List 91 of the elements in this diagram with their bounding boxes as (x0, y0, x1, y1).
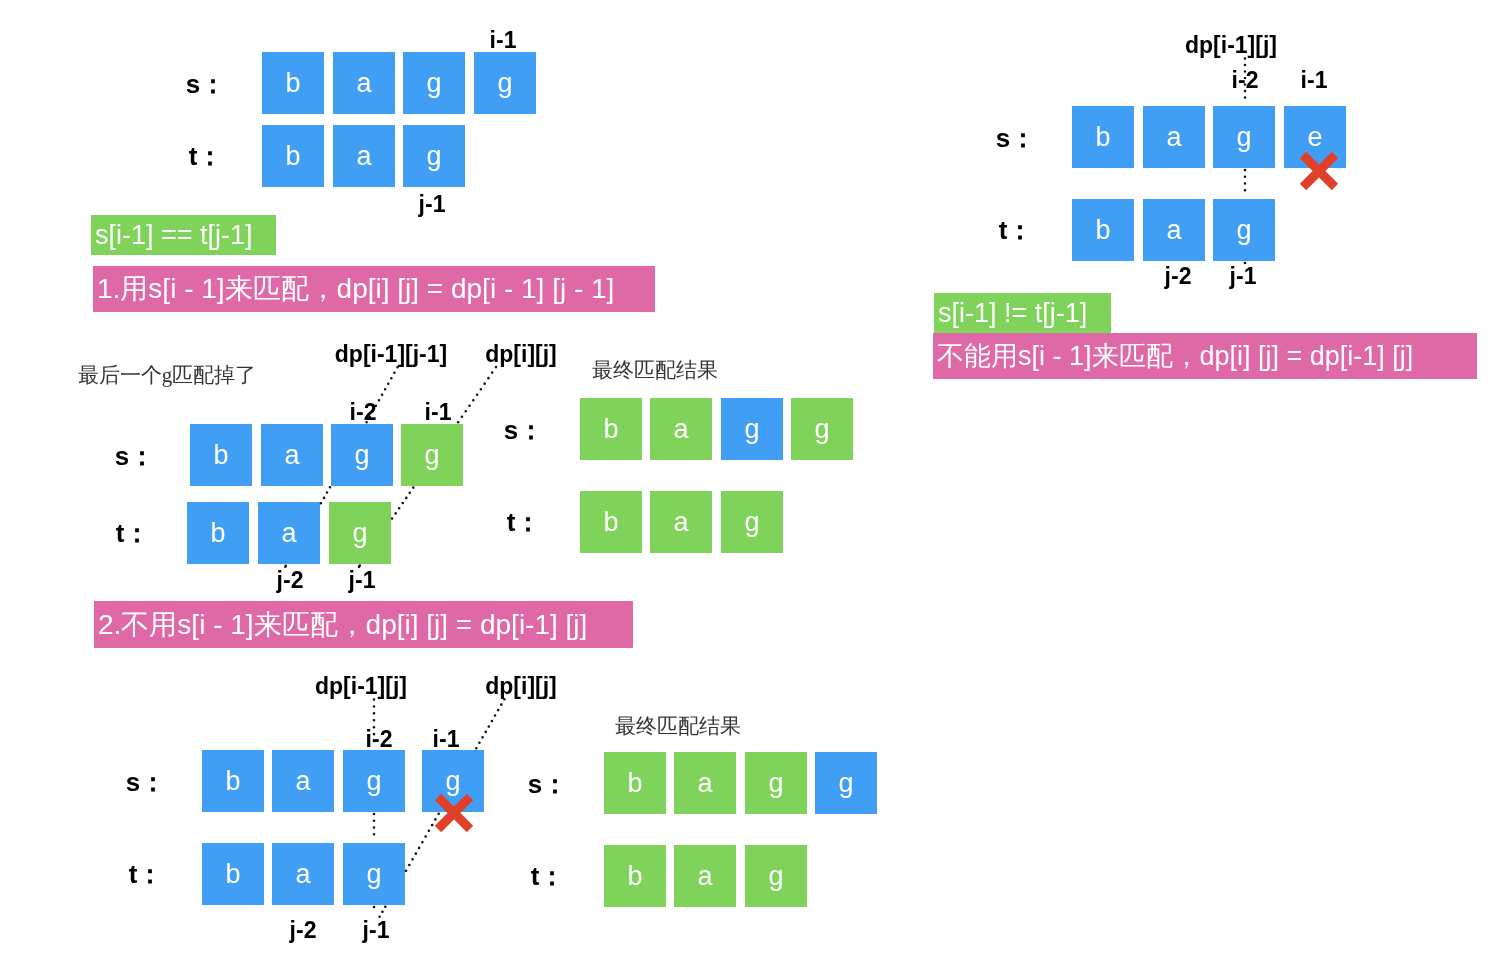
letter-tile: b (202, 750, 264, 812)
letter-tile: g (1213, 199, 1275, 261)
leader-line (357, 564, 362, 569)
letter-tile: a (674, 845, 736, 907)
row-label: s： (185, 71, 227, 97)
leader-line (284, 564, 288, 569)
letter-tile: g (329, 502, 391, 564)
letter-tile: g (721, 398, 783, 460)
index-label: i-2 (365, 727, 393, 751)
row-label: t： (506, 509, 542, 535)
letter-tile: b (187, 502, 249, 564)
letter-tile: a (650, 491, 712, 553)
index-label: i-1 (432, 727, 460, 751)
letter-tile: b (1072, 106, 1134, 168)
formula-label: dp[i-1][j-1] (334, 342, 448, 366)
letter-tile: a (272, 843, 334, 905)
row-label: t： (115, 520, 151, 546)
letter-tile: a (674, 752, 736, 814)
condition-highlight: s[i-1] != t[j-1] (934, 293, 1111, 333)
letter-tile: g (331, 424, 393, 486)
letter-tile: g (343, 750, 405, 812)
row-label: s： (503, 417, 545, 443)
index-label: j-1 (1229, 264, 1257, 288)
formula-label: dp[i-1][j] (315, 674, 407, 698)
row-label: s： (995, 125, 1037, 151)
row-label: s： (125, 769, 167, 795)
index-label: i-1 (1300, 68, 1328, 92)
index-label: j-1 (348, 568, 376, 592)
formula-label: dp[i][j] (485, 674, 557, 698)
letter-tile: a (1143, 106, 1205, 168)
index-label: j-1 (362, 918, 390, 942)
row-label: t： (998, 217, 1034, 243)
formula-highlight: 不能用s[i - 1]来匹配，dp[i] [j] = dp[i-1] [j] (933, 333, 1477, 379)
index-label: i-2 (349, 400, 377, 424)
leader-line (319, 485, 332, 505)
letter-tile: g (403, 52, 465, 114)
letter-tile: g (791, 398, 853, 460)
index-label: j-1 (418, 192, 446, 216)
letter-tile: b (262, 125, 324, 187)
letter-tile: b (262, 52, 324, 114)
index-label: i-2 (1231, 68, 1259, 92)
letter-tile: a (272, 750, 334, 812)
letter-tile: b (604, 752, 666, 814)
formula-highlight: 1.用s[i - 1]来匹配，dp[i] [j] = dp[i - 1] [j - 1] (93, 266, 655, 312)
letter-tile: g (343, 843, 405, 905)
letter-tile: b (604, 845, 666, 907)
leader-line (1243, 261, 1247, 265)
leader-line (378, 905, 387, 919)
letter-tile: a (333, 52, 395, 114)
index-label: j-2 (289, 918, 317, 942)
leader-line (456, 365, 498, 424)
caption-text: 最终匹配结果 (615, 715, 741, 737)
row-label: s： (114, 443, 156, 469)
condition-highlight: s[i-1] == t[j-1] (91, 215, 276, 255)
formula-label: dp[i][j] (485, 342, 557, 366)
index-label: j-2 (276, 568, 304, 592)
letter-tile: b (1072, 199, 1134, 261)
letter-tile: g (422, 750, 484, 812)
leader-line (404, 812, 440, 873)
letter-tile: e (1284, 106, 1346, 168)
letter-tile: g (721, 491, 783, 553)
letter-tile: g (403, 125, 465, 187)
leader-line (475, 697, 506, 750)
caption-text: 最后一个g匹配掉了 (77, 364, 257, 386)
row-label: t： (530, 863, 566, 889)
leader-line (390, 486, 415, 520)
letter-tile: b (190, 424, 252, 486)
letter-tile: a (261, 424, 323, 486)
formula-highlight: 2.不用s[i - 1]来匹配，dp[i] [j] = dp[i-1] [j] (94, 601, 633, 648)
letter-tile: a (650, 398, 712, 460)
letter-tile: b (202, 843, 264, 905)
index-label: i-1 (424, 400, 452, 424)
letter-tile: g (401, 424, 463, 486)
letter-tile: b (580, 491, 642, 553)
letter-tile: a (333, 125, 395, 187)
letter-tile: a (1143, 199, 1205, 261)
index-label: i-1 (489, 28, 517, 52)
caption-text: 最终匹配结果 (592, 359, 718, 381)
row-label: t： (128, 861, 164, 887)
letter-tile: g (815, 752, 877, 814)
letter-tile: g (745, 845, 807, 907)
letter-tile: g (1213, 106, 1275, 168)
letter-tile: a (258, 502, 320, 564)
row-label: s： (527, 771, 569, 797)
leader-line (365, 365, 399, 424)
letter-tile: b (580, 398, 642, 460)
formula-label: dp[i-1][j] (1185, 33, 1277, 57)
letter-tile: g (745, 752, 807, 814)
index-label: j-2 (1164, 264, 1192, 288)
letter-tile: g (474, 52, 536, 114)
row-label: t： (188, 143, 224, 169)
